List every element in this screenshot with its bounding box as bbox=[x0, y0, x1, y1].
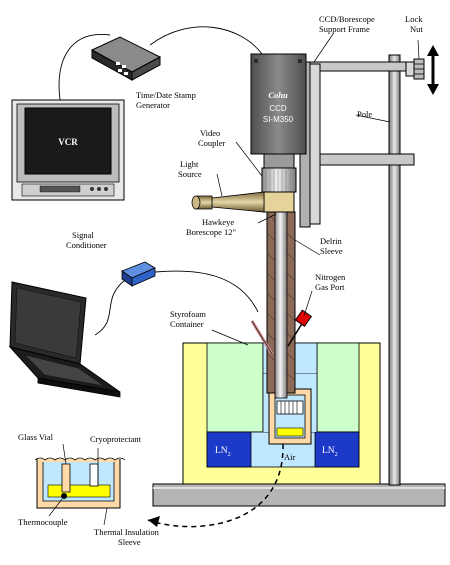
lock-nut bbox=[405, 58, 425, 80]
ccd-camera: Cohu CCD SI-M350 bbox=[250, 53, 307, 155]
label-ln2-right: LN2 bbox=[322, 446, 338, 458]
label-hawkeye-1: Hawkeye bbox=[202, 217, 234, 227]
time-stamp-generator bbox=[90, 36, 162, 81]
borescope-tube bbox=[274, 209, 288, 399]
signal-conditioner bbox=[121, 261, 156, 287]
label-glass-vial: Glass Vial bbox=[18, 432, 54, 442]
label-thermocouple: Thermocouple bbox=[18, 517, 68, 527]
adjustment-arrow-icon bbox=[427, 45, 439, 95]
label-signal-2: Conditioner bbox=[66, 240, 107, 250]
label-lock-2: Nut bbox=[410, 24, 423, 34]
cables bbox=[58, 26, 263, 336]
label-video-coupler-2: Coupler bbox=[198, 138, 226, 148]
label-nitrogen-1: Nitrogen bbox=[315, 272, 346, 282]
label-cryoprotectant: Cryoprotectant bbox=[90, 434, 142, 444]
camera-model: SI-M350 bbox=[263, 115, 294, 124]
label-ccd-frame-1: CCD/Borescope bbox=[319, 14, 375, 24]
label-insulation-2: Sleeve bbox=[118, 537, 141, 547]
label-ln2-left: LN2 bbox=[215, 446, 231, 458]
label-styrofoam-1: Styrofoam bbox=[170, 309, 206, 319]
pole bbox=[388, 54, 401, 486]
label-time-stamp-1: Time/Date Stamp bbox=[136, 90, 196, 100]
label-delrin-1: Delrin bbox=[320, 236, 342, 246]
laptop bbox=[8, 281, 121, 398]
label-insulation-1: Thermal Insulation bbox=[94, 527, 160, 537]
ln2-bath-left bbox=[206, 431, 252, 468]
vcr-screen-text: VCR bbox=[58, 137, 78, 147]
detail-arrow bbox=[147, 443, 284, 528]
ln2-bath-right bbox=[314, 431, 360, 468]
label-styrofoam-2: Container bbox=[170, 319, 204, 329]
label-nitrogen-2: Gas Port bbox=[315, 282, 345, 292]
label-lock-1: Lock bbox=[405, 14, 423, 24]
label-time-stamp-2: Generator bbox=[136, 100, 170, 110]
label-video-coupler-1: Video bbox=[200, 128, 220, 138]
video-coupler bbox=[261, 153, 297, 213]
label-light-source-1: Light bbox=[180, 159, 199, 169]
label-ccd-frame-2: Support Frame bbox=[319, 24, 370, 34]
vcr-monitor: VCR bbox=[11, 99, 125, 201]
nitrogen-gas-port bbox=[250, 309, 313, 355]
label-hawkeye-2: Borescope 12" bbox=[186, 227, 236, 237]
vial-detail-inset bbox=[34, 457, 126, 509]
label-signal-1: Signal bbox=[72, 230, 94, 240]
label-air: Air bbox=[284, 452, 296, 462]
leader-lines bbox=[48, 33, 420, 526]
camera-brand: Cohu bbox=[268, 90, 288, 100]
label-pole: Pole bbox=[357, 109, 372, 119]
insulation-sleeve-in-container bbox=[268, 388, 312, 445]
label-delrin-2: Sleeve bbox=[320, 246, 343, 256]
labels: CCD/Borescope Support Frame Lock Nut Tim… bbox=[18, 14, 423, 547]
base-platform bbox=[152, 483, 446, 507]
camera-type: CCD bbox=[269, 104, 287, 113]
label-light-source-2: Source bbox=[178, 169, 202, 179]
light-source bbox=[191, 191, 265, 213]
